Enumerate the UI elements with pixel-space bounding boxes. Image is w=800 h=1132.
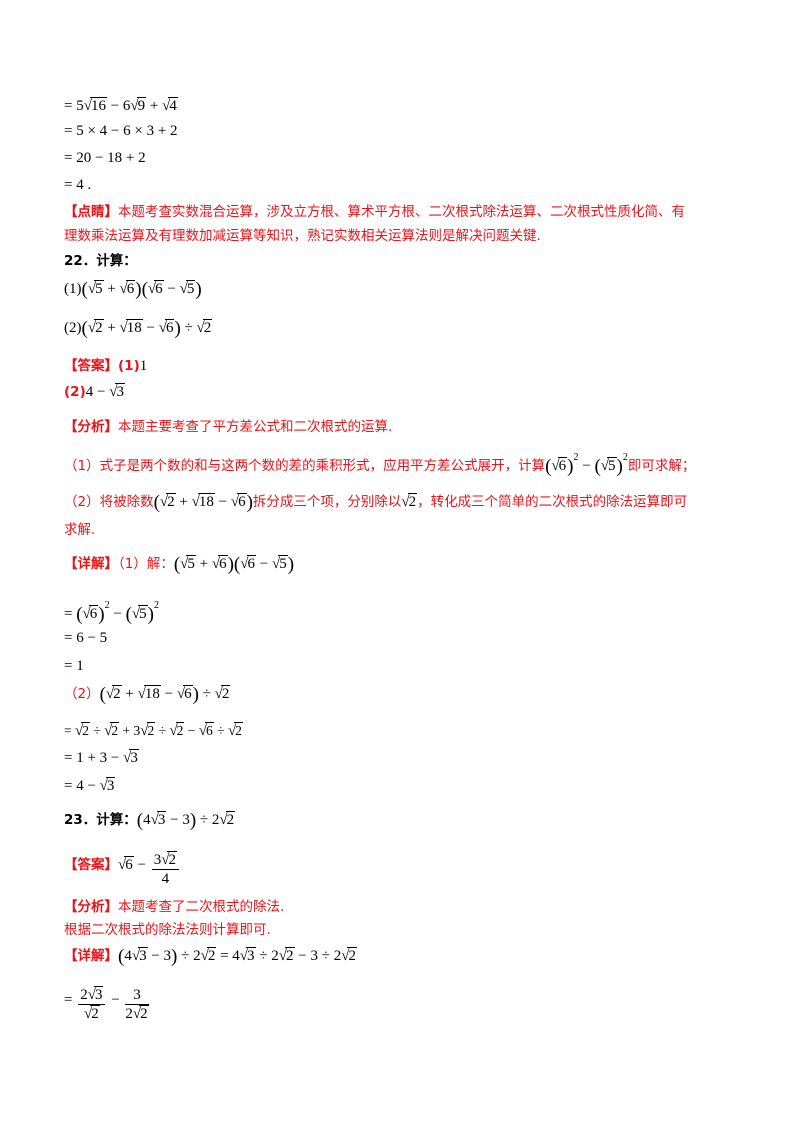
q21-step-2: = 5 × 4 − 6 × 3 + 2	[64, 123, 178, 139]
q23-analysis-2: 根据二次根式的除法法则计算即可.	[64, 922, 271, 938]
q22-answer-1: 【答案】(1)1	[64, 358, 148, 374]
q21-step-3: = 20 − 18 + 2	[64, 150, 146, 166]
q22-detail-1: 【详解】（1）解：(√5 + √6)(√6 − √5)	[64, 554, 295, 575]
q21-step-4: = 4 .	[64, 177, 92, 193]
q22-detail-2-step-1: = √2 ÷ √2 + 3√2 ÷ √2 − √6 ÷ √2	[64, 722, 243, 739]
q21-dianjing-line-2: 理数乘法运算及有理数加减运算等知识，熟记实数相关运算法则是解决问题关键.	[64, 228, 541, 244]
detail-tag: 【详解】	[64, 556, 118, 572]
q23-analysis: 【分析】本题考查了二次根式的除法.	[64, 899, 285, 915]
q22-detail-2-step-2: = 1 + 3 − √3	[64, 749, 139, 766]
q22-answer-2: (2)4 − √3	[64, 383, 125, 400]
analysis-tag: 【分析】	[64, 419, 118, 435]
q22-detail-2-step-3: = 4 − √3	[64, 777, 116, 794]
q21-dianjing-line-1: 【点睛】本题考查实数混合运算，涉及立方根、算术平方根、二次根式除法运算、二次根式…	[64, 204, 685, 220]
q22-analysis-1: （1）式子是两个数的和与这两个数的差的乘积形式，应用平方差公式展开，计算(√6)…	[64, 452, 696, 477]
q22-detail-1-step-2: = 6 − 5	[64, 630, 108, 646]
analysis-tag: 【分析】	[64, 899, 118, 915]
q21-step-1: = 5√16 − 6√9 + √4	[64, 97, 178, 114]
q22-analysis-2: （2）将被除数(√2 + √18 − √6)拆分成三个项，分别除以√2，转化成三…	[64, 492, 688, 513]
q22-analysis: 【分析】本题主要考查了平方差公式和二次根式的运算.	[64, 419, 393, 435]
q23-detail: 【详解】(4√3 − 3) ÷ 2√2 = 4√3 ÷ 2√2 − 3 ÷ 2√…	[64, 946, 357, 967]
answer-tag: 【答案】	[64, 857, 118, 873]
detail-tag: 【详解】	[64, 948, 118, 964]
q22-part-1: (1)(√5 + √6)(√6 − √5)	[64, 279, 202, 300]
q22-detail-1-step-3: = 1	[64, 658, 84, 674]
q22-detail-1-step-1: = (√6)2 − (√5)2	[64, 600, 159, 625]
q23-heading: 23．计算：(4√3 − 3) ÷ 2√2	[64, 810, 236, 831]
answer-tag: 【答案】	[64, 358, 118, 374]
q22-analysis-2-cont: 求解.	[64, 522, 96, 538]
q22-heading: 22．计算：	[64, 253, 137, 269]
dianjing-tag: 【点睛】	[64, 204, 118, 220]
q22-part-2: (2)(√2 + √18 − √6) ÷ √2	[64, 318, 213, 339]
q22-detail-2: （2）(√2 + √18 − √6) ÷ √2	[64, 684, 231, 705]
